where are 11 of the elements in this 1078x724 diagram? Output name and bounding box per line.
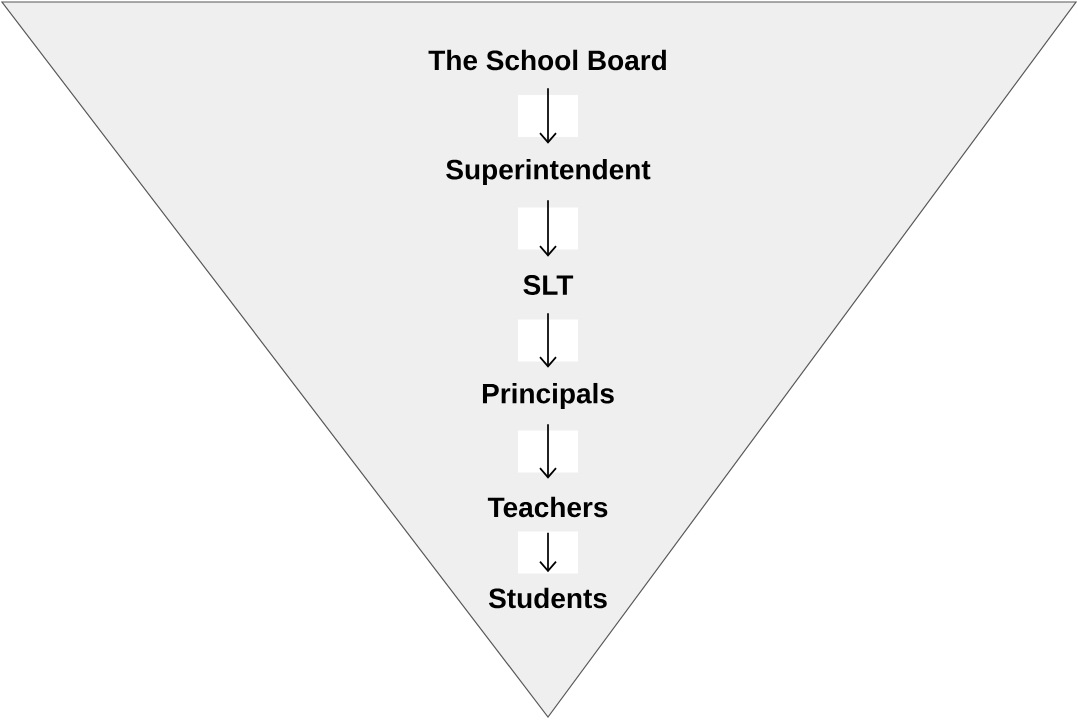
arrow — [518, 312, 578, 368]
level-label: The School Board — [428, 49, 666, 71]
arrow — [518, 531, 578, 574]
level-label: Students — [488, 587, 607, 609]
arrow — [518, 199, 578, 257]
level-label: Principals — [482, 382, 614, 410]
level-label: Teachers — [487, 496, 608, 518]
level-label: SLT — [523, 275, 574, 295]
arrow — [518, 423, 578, 479]
arrow — [518, 87, 578, 144]
level-label: Superintendent — [446, 158, 651, 186]
